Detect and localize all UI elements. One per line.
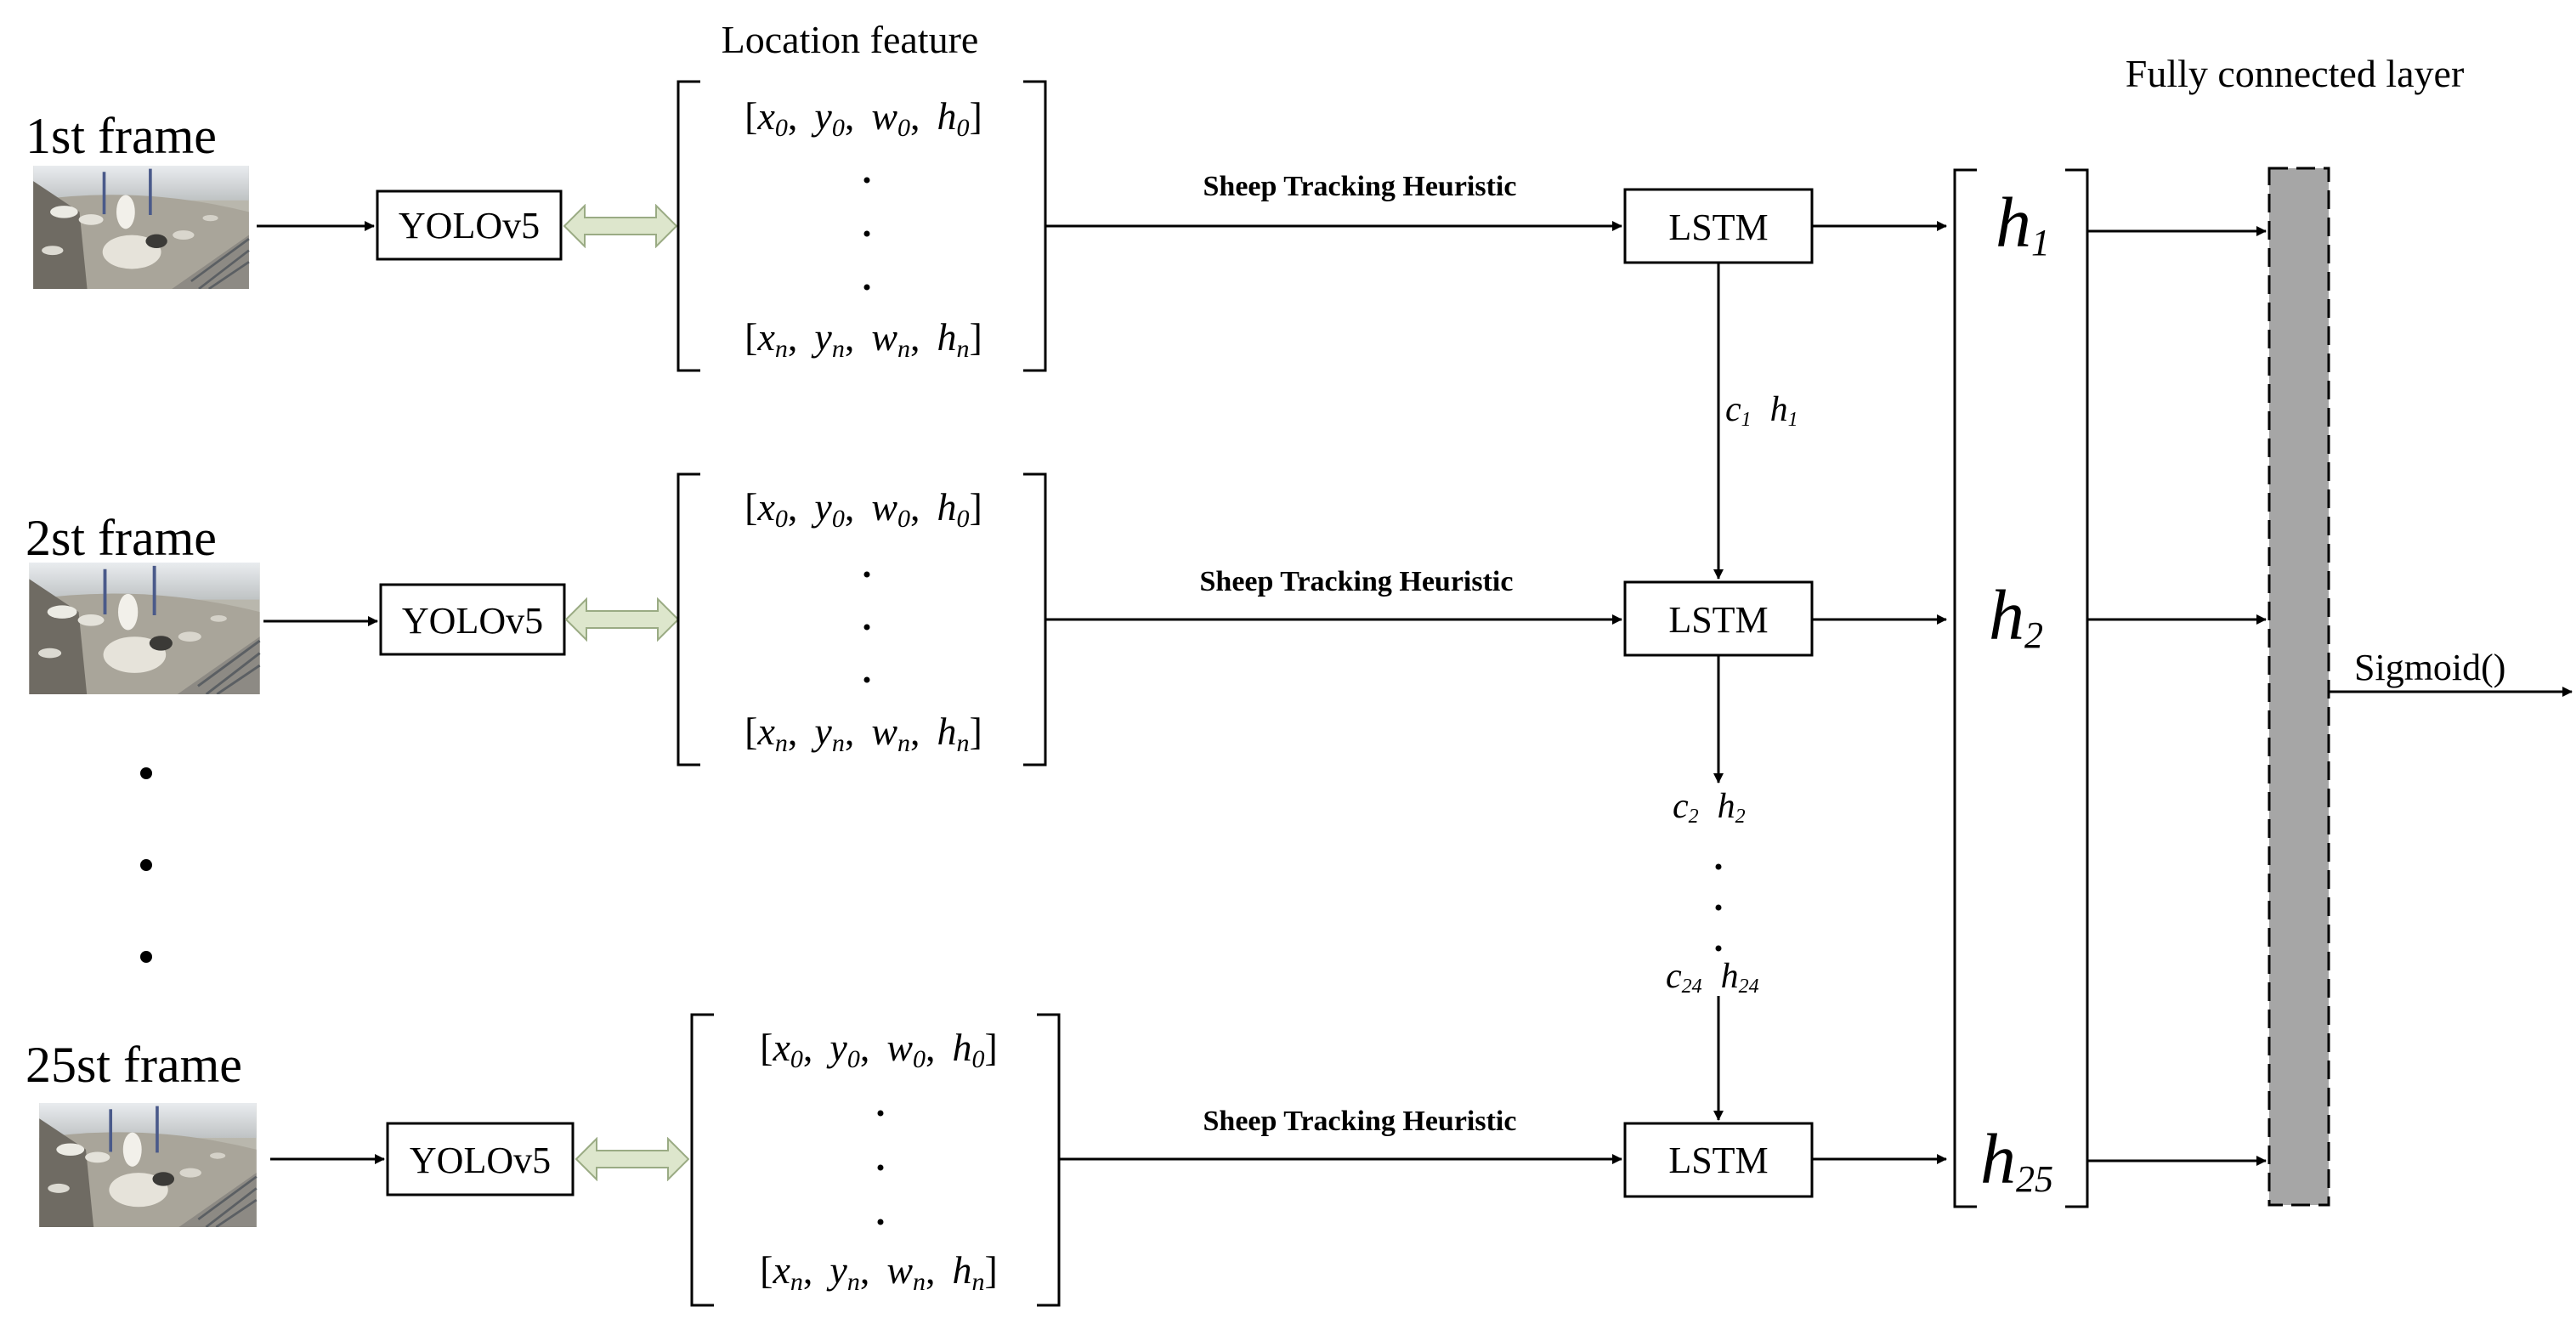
yolov5-label: YOLOv5 bbox=[402, 600, 543, 642]
vector-first-row: [x0,y0,w0,h0] bbox=[744, 485, 982, 533]
hidden-h1: h1 bbox=[1996, 184, 2050, 263]
state-ellipsis bbox=[1715, 863, 1722, 952]
hidden-bracket-left bbox=[1953, 168, 1977, 1208]
lstm-label: LSTM bbox=[1668, 599, 1768, 641]
matrix-bracket-left bbox=[677, 472, 700, 766]
frame-label: 2st frame bbox=[25, 510, 217, 566]
vector-first-row: [x0,y0,w0,h0] bbox=[760, 1026, 998, 1073]
hidden-bracket-right bbox=[2065, 168, 2089, 1208]
yolov5-box bbox=[376, 189, 563, 261]
double-arrow-icon bbox=[575, 1138, 689, 1180]
hidden-state-vector: h1 h2 h25 bbox=[1953, 168, 2089, 1208]
frame-thumbnail bbox=[27, 563, 262, 694]
row-frame-2: 2st frame YOLOv5 [x0,y0,w0,h0] [xn,yn,wn… bbox=[25, 472, 1947, 766]
matrix-bracket-left bbox=[690, 1013, 714, 1307]
fully-connected-layer bbox=[2267, 167, 2330, 1207]
hidden-h2: h2 bbox=[1989, 576, 2043, 656]
heuristic-label: Sheep Tracking Heuristic bbox=[1200, 566, 1514, 597]
yolov5-box bbox=[379, 583, 566, 656]
vector-first-row: [x0,y0,w0,h0] bbox=[744, 94, 982, 142]
double-arrow-icon bbox=[565, 598, 679, 641]
heuristic-label: Sheep Tracking Heuristic bbox=[1203, 171, 1517, 202]
frame-ellipsis bbox=[140, 767, 152, 963]
matrix-bracket-right bbox=[1023, 80, 1047, 372]
fully-connected-title: Fully connected layer bbox=[2126, 52, 2465, 95]
row-frame-25: 25st frame YOLOv5 [x0,y0,w0,h0] [xn,yn,w… bbox=[25, 1013, 1947, 1307]
yolov5-box bbox=[386, 1122, 575, 1196]
vertical-ellipsis bbox=[863, 571, 870, 683]
vector-last-row: [xn,yn,wn,hn] bbox=[760, 1248, 998, 1296]
vertical-ellipsis bbox=[863, 177, 870, 291]
matrix-bracket-left bbox=[677, 80, 700, 372]
heuristic-label: Sheep Tracking Heuristic bbox=[1203, 1106, 1517, 1137]
double-arrow-icon bbox=[563, 205, 677, 247]
frame-label: 25st frame bbox=[25, 1037, 242, 1093]
vector-last-row: [xn,yn,wn,hn] bbox=[744, 315, 982, 363]
sigmoid-label: Sigmoid() bbox=[2354, 647, 2505, 688]
vector-last-row: [xn,yn,wn,hn] bbox=[744, 710, 982, 757]
row-frame-1: 1st frame YOLOv5 [x0,y0,w0,h0] [xn,yn,wn… bbox=[25, 80, 1947, 372]
location-feature-title: Location feature bbox=[722, 18, 979, 61]
frame-label: 1st frame bbox=[25, 108, 217, 164]
lstm-label: LSTM bbox=[1668, 1140, 1768, 1181]
lstm-box bbox=[1623, 1122, 1814, 1198]
lstm-box bbox=[1623, 188, 1814, 264]
hidden-h25: h25 bbox=[1980, 1120, 2053, 1200]
lstm-label: LSTM bbox=[1668, 206, 1768, 248]
matrix-bracket-right bbox=[1023, 472, 1047, 766]
frame-thumbnail bbox=[37, 1103, 258, 1227]
yolov5-label: YOLOv5 bbox=[410, 1140, 551, 1181]
vertical-ellipsis bbox=[877, 1110, 884, 1225]
matrix-bracket-right bbox=[1037, 1013, 1061, 1307]
yolov5-label: YOLOv5 bbox=[399, 205, 540, 246]
frame-thumbnail bbox=[31, 166, 251, 289]
